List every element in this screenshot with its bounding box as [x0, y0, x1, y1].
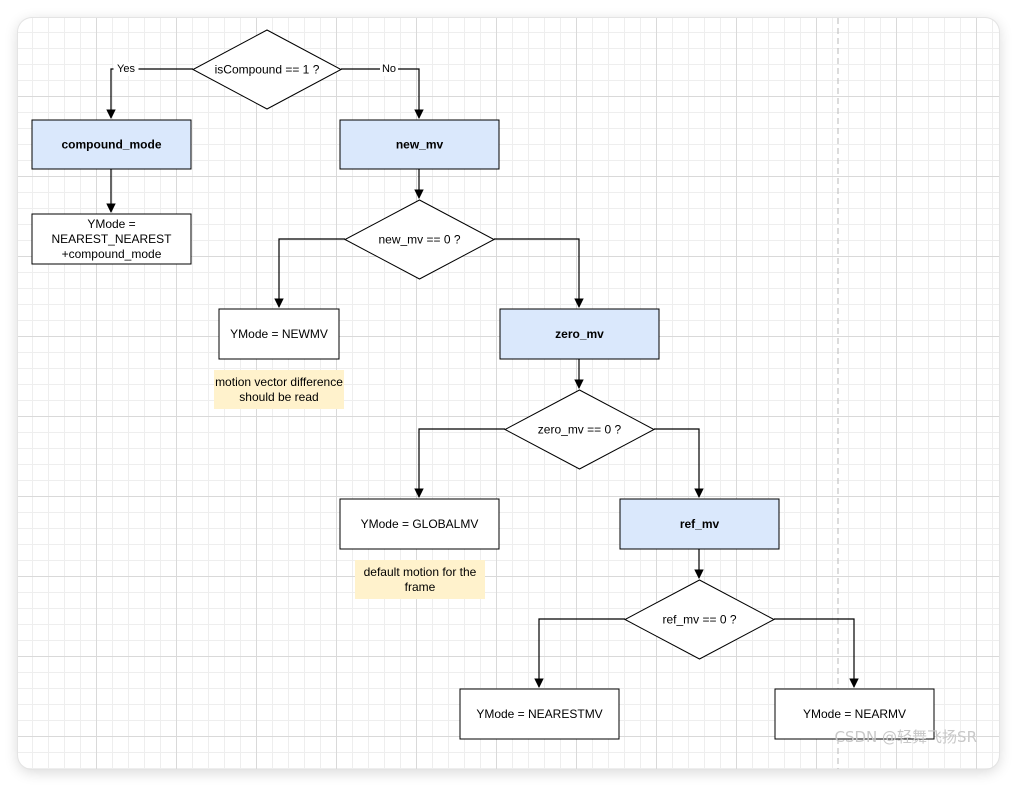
edge-ref-mv-check-right: [774, 618, 859, 688]
edge-ref-mv-check-right-line: [774, 618, 859, 688]
edge-zero-mv-check-right: [654, 428, 704, 498]
node-ymode-nearest-nearest-text: +compound_mode: [62, 247, 162, 261]
flowchart: Yes No isCompound == 1 ? compound_mode new_…: [31, 18, 935, 769]
decision-zero-mv-shape: [503, 389, 656, 470]
edge-ref-mv-check-left: [534, 618, 625, 688]
node-ref-mv-text: ref_mv: [680, 517, 720, 531]
node-ymode-nearest-nearest: YMode =NEAREST_NEAREST+compound_mode: [31, 213, 192, 265]
decision-ref-mv-shape: [623, 579, 776, 660]
note-motion-vector-difference-text: motion vector difference: [215, 375, 343, 389]
edge-zero-mv-check-right-line: [654, 428, 704, 498]
node-ymode-nearmv: YMode = NEARMV: [774, 688, 935, 740]
note-default-motion-text: frame: [405, 580, 436, 594]
node-compound-mode: compound_mode: [31, 119, 192, 170]
edge-iscompound-no: No: [341, 62, 424, 119]
edge-iscompound-yes: Yes: [106, 62, 193, 119]
watermark: CSDN @轻舞飞扬SR: [834, 728, 977, 746]
edge-new-mv-check-right-line: [494, 238, 584, 308]
node-ymode-nearmv-shape: [774, 688, 935, 740]
edge-new-mv-check-left: [274, 238, 345, 308]
diagram-canvas: Yes No isCompound == 1 ? compound_mode new_…: [18, 18, 999, 769]
node-compound-mode-text: compound_mode: [61, 138, 161, 152]
decision-new-mv-shape: [343, 199, 496, 280]
decision-zero-mv: zero_mv == 0 ?: [503, 389, 656, 470]
node-ymode-nearestmv: YMode = NEARESTMV: [459, 688, 620, 740]
note-default-motion-shape: [355, 560, 485, 599]
edge-zero-mv-check-left-line: [414, 428, 505, 498]
edge-iscompound-no-line: [341, 68, 424, 119]
decision-zero-mv-text: zero_mv == 0 ?: [538, 423, 622, 437]
node-new-mv-shape: [339, 119, 500, 170]
edge-iscompound-yes-line: [106, 68, 193, 119]
nodes-layer: isCompound == 1 ? compound_mode new_mvYMod…: [31, 29, 935, 740]
node-compound-mode-shape: [31, 119, 192, 170]
node-ymode-globalmv: YMode = GLOBALMV: [339, 498, 500, 550]
decision-ref-mv-text: ref_mv == 0 ?: [662, 613, 736, 627]
node-ymode-globalmv-text: YMode = GLOBALMV: [361, 517, 479, 531]
node-ymode-nearestmv-text: YMode = NEARESTMV: [476, 707, 602, 721]
node-zero-mv-text: zero_mv: [555, 327, 604, 341]
decision-new-mv: new_mv == 0 ?: [343, 199, 496, 280]
edge-ref-mv-check-left-line: [534, 618, 625, 688]
node-zero-mv: zero_mv: [499, 308, 660, 360]
note-motion-vector-difference-text: should be read: [239, 390, 318, 404]
note-motion-vector-difference-shape: [214, 370, 344, 409]
edge-iscompound-yes-label-bg: [113, 62, 139, 76]
edge-new-mv-check-left-line: [274, 238, 345, 308]
node-ymode-globalmv-shape: [339, 498, 500, 550]
edge-iscompound-no-label-bg: [380, 62, 398, 76]
edge-iscompound-yes-label: Yes: [117, 63, 135, 75]
decision-iscompound-text: isCompound == 1 ?: [215, 63, 320, 77]
node-ymode-nearest-nearest-text: YMode =: [87, 217, 135, 231]
decision-iscompound: isCompound == 1 ?: [191, 29, 343, 110]
note-default-motion-text: default motion for the: [364, 565, 477, 579]
edge-iscompound-no-label: No: [382, 63, 396, 75]
decision-iscompound-shape: [191, 29, 343, 110]
decision-ref-mv: ref_mv == 0 ?: [623, 579, 776, 660]
node-ymode-nearest-nearest-shape: [31, 213, 192, 265]
node-ymode-newmv-shape: [218, 308, 340, 360]
edge-new-mv-check-right: [494, 238, 584, 308]
node-ref-mv-shape: [619, 498, 780, 550]
edges-layer: Yes No: [106, 62, 859, 688]
decision-new-mv-text: new_mv == 0 ?: [378, 233, 460, 247]
node-zero-mv-shape: [499, 308, 660, 360]
node-new-mv: new_mv: [339, 119, 500, 170]
node-ref-mv: ref_mv: [619, 498, 780, 550]
node-ymode-nearest-nearest-text: NEAREST_NEAREST: [51, 232, 172, 246]
node-ymode-nearestmv-shape: [459, 688, 620, 740]
node-ymode-nearmv-text: YMode = NEARMV: [803, 707, 906, 721]
node-ymode-newmv: YMode = NEWMV: [218, 308, 340, 360]
node-new-mv-text: new_mv: [396, 138, 444, 152]
node-ymode-newmv-text: YMode = NEWMV: [230, 327, 328, 341]
edge-zero-mv-check-left: [414, 428, 505, 498]
